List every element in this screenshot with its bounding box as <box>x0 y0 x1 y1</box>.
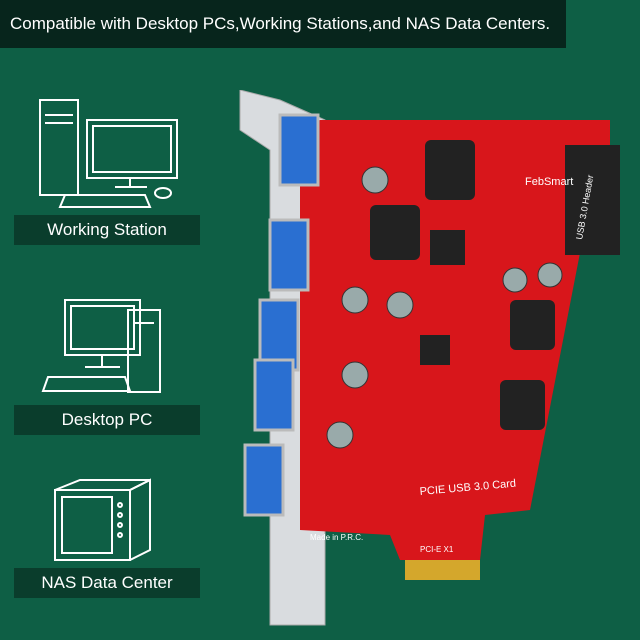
brand-text: FebSmart <box>525 176 573 188</box>
workstation-icon <box>39 99 178 208</box>
usb-ports <box>243 113 320 517</box>
banner: Compatible with Desktop PCs,Working Stat… <box>0 0 566 48</box>
desktop-pc-icon <box>41 299 161 393</box>
label-nas-data-center: NAS Data Center <box>14 568 200 598</box>
origin-text: Made in P.R.C. <box>310 533 363 542</box>
usb-card-image: FebSmart PCIE USB 3.0 Card USB 3.0 Heade… <box>239 90 620 626</box>
nas-icon <box>54 478 151 561</box>
usb-header <box>565 145 620 255</box>
gold-fingers <box>405 560 480 580</box>
slot-text: PCI-E X1 <box>420 545 454 554</box>
label-working-station: Working Station <box>14 215 200 245</box>
label-desktop-pc: Desktop PC <box>14 405 200 435</box>
